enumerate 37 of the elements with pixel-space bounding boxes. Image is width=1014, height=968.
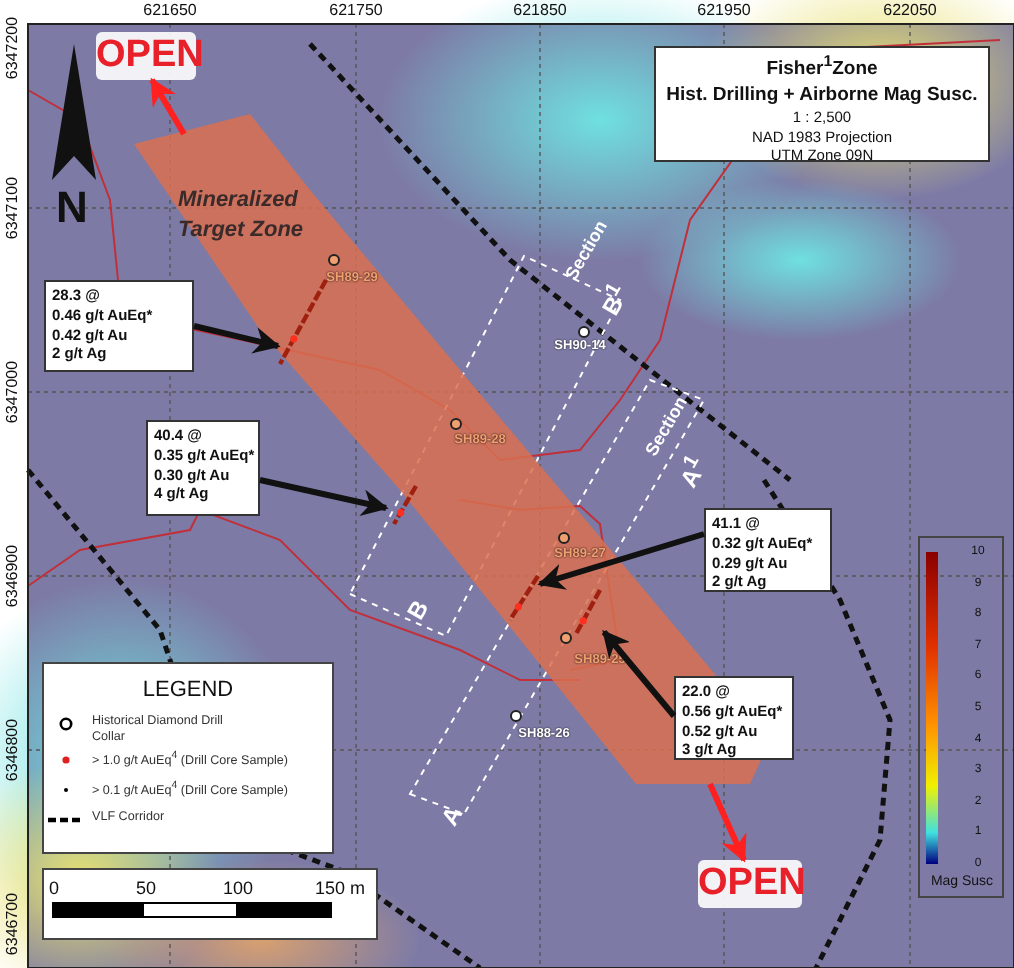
arrow [707, 782, 747, 863]
title-box [654, 46, 990, 162]
scale-label: 50 [136, 878, 156, 898]
scale-label: 100 [222, 878, 254, 898]
coordinate-label: 6346900 [3, 544, 21, 608]
legend-heading: LEGEND [142, 678, 234, 702]
coordinate-label: 622050 [883, 1, 937, 19]
map-title: Fisher$^{1}$Zone [764, 52, 880, 83]
callout-box [146, 420, 260, 516]
section-label: B [401, 595, 435, 625]
scale-label: 0 [49, 878, 59, 898]
callout-box [674, 676, 794, 760]
section-label: A [435, 801, 469, 831]
zone-label: Mineralized Target Zone [178, 186, 306, 246]
drill-intercept-trace [386, 482, 420, 526]
coordinate-label: 6347200 [3, 16, 21, 80]
coordinate-label: 6347100 [3, 176, 21, 240]
coordinate-label: 6347000 [3, 360, 21, 424]
scale-label: 150 m [315, 878, 365, 898]
map-subtitle: Hist. Drilling + Airborne Mag Susc. [664, 83, 980, 108]
arrow [149, 77, 187, 136]
coordinate-label: 621750 [329, 1, 383, 19]
coordinate-label: 621850 [513, 1, 567, 19]
drill-intercept-trace [506, 572, 540, 622]
coordinate-label: 621950 [697, 1, 751, 19]
arrow [537, 531, 705, 590]
coordinate-label: 6346800 [3, 718, 21, 782]
drill-intercept-trace [572, 588, 604, 636]
coordinate-label: 6346700 [3, 892, 21, 956]
callout-box [44, 280, 194, 372]
arrow [601, 629, 677, 718]
callout-box [704, 508, 832, 592]
arrow [193, 323, 281, 354]
arrow [259, 477, 389, 516]
coordinate-label: 621650 [143, 1, 197, 19]
drill-intercept-trace [278, 274, 328, 366]
north-label: N [56, 182, 88, 234]
